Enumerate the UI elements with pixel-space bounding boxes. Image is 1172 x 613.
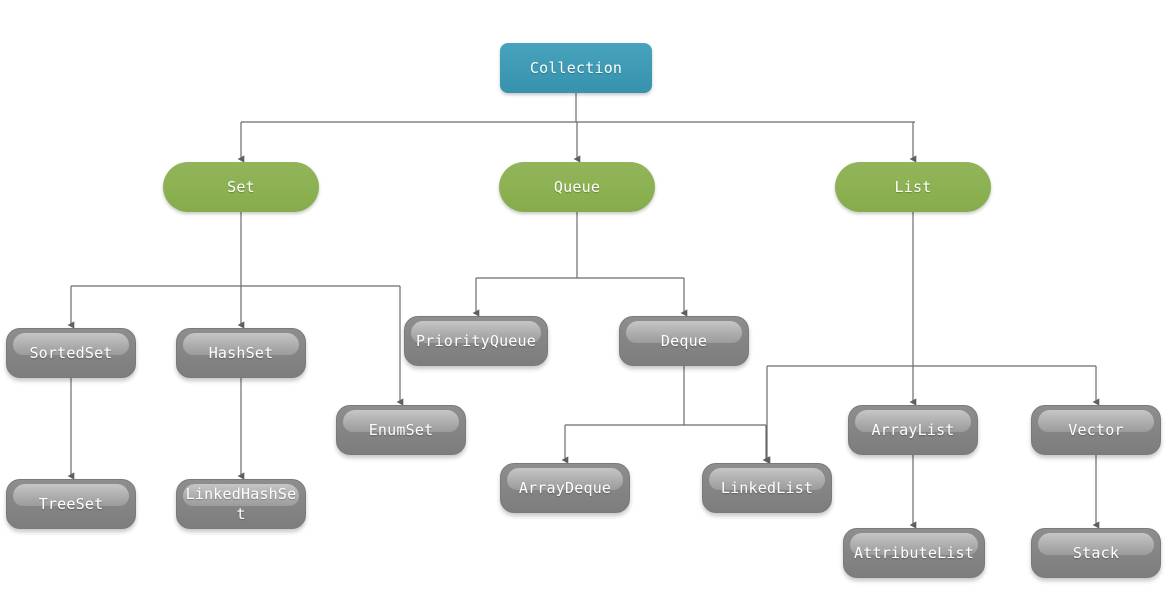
node-hashset[interactable]: HashSet — [176, 328, 306, 378]
node-label: LinkedHashSet — [185, 485, 297, 523]
node-sortedset[interactable]: SortedSet — [6, 328, 136, 378]
node-label: AttributeList — [854, 544, 974, 562]
node-linkedlist[interactable]: LinkedList — [702, 463, 832, 513]
node-stack[interactable]: Stack — [1031, 528, 1161, 578]
node-set[interactable]: Set — [163, 162, 319, 212]
node-label: PriorityQueue — [416, 332, 536, 350]
node-enumset[interactable]: EnumSet — [336, 405, 466, 455]
node-linkedhashset[interactable]: LinkedHashSet — [176, 479, 306, 529]
node-label: ArrayList — [871, 421, 955, 439]
node-label: Queue — [553, 178, 601, 196]
node-priorityqueue[interactable]: PriorityQueue — [404, 316, 548, 366]
node-label: HashSet — [208, 344, 274, 362]
node-label: Collection — [529, 59, 623, 77]
node-label: TreeSet — [38, 495, 104, 513]
node-label: EnumSet — [368, 421, 434, 439]
node-collection[interactable]: Collection — [500, 43, 652, 93]
node-attributelist[interactable]: AttributeList — [843, 528, 985, 578]
node-label: Set — [227, 178, 255, 196]
node-label: Stack — [1072, 544, 1120, 562]
node-label: SortedSet — [29, 344, 113, 362]
node-queue[interactable]: Queue — [499, 162, 655, 212]
node-label: Vector — [1068, 421, 1124, 439]
node-deque[interactable]: Deque — [619, 316, 749, 366]
node-label: List — [894, 178, 932, 196]
node-label: ArrayDeque — [518, 479, 612, 497]
node-vector[interactable]: Vector — [1031, 405, 1161, 455]
node-label: LinkedList — [720, 479, 814, 497]
node-arraydeque[interactable]: ArrayDeque — [500, 463, 630, 513]
node-treeset[interactable]: TreeSet — [6, 479, 136, 529]
node-arraylist[interactable]: ArrayList — [848, 405, 978, 455]
node-label: Deque — [660, 332, 708, 350]
node-list[interactable]: List — [835, 162, 991, 212]
